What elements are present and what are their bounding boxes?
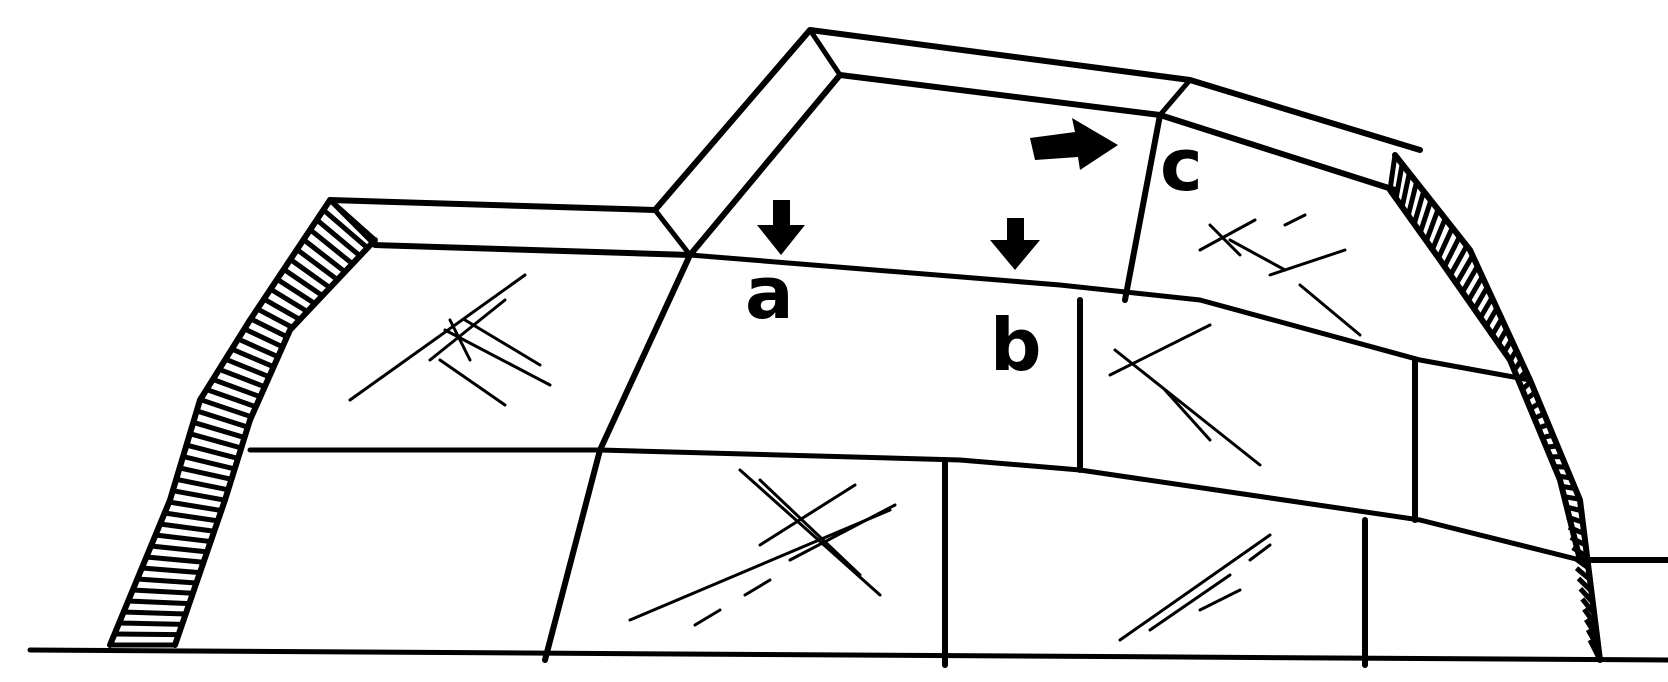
hatch-stroke: [1498, 329, 1506, 343]
hatch-stroke: [133, 590, 193, 593]
arrow-c: [1030, 118, 1118, 170]
hatch-stroke: [1514, 361, 1521, 370]
hatch-stroke: [124, 612, 186, 614]
hatch-stroke: [277, 279, 315, 303]
hatch-stroke: [165, 513, 218, 521]
hatch-stroke: [119, 623, 182, 624]
hatch-stroke: [137, 579, 196, 583]
left-hatched-edge: [110, 200, 375, 645]
hatch-stroke: [1408, 182, 1416, 215]
hatch-stroke: [1542, 435, 1553, 437]
label-a: a: [745, 251, 794, 335]
hatch-stroke: [1492, 319, 1501, 335]
hatch-stroke: [1390, 155, 1395, 190]
right-hatched-edge: [1390, 155, 1668, 660]
label-c: c: [1160, 123, 1203, 207]
hatch-stroke: [1530, 403, 1539, 409]
hatch-stroke: [1504, 340, 1511, 352]
arrow-a: [757, 200, 805, 255]
hatch-stroke: [1526, 392, 1535, 399]
hatch-stroke: [115, 634, 179, 635]
fracture-marks: [350, 215, 1360, 640]
hatch-stroke: [183, 457, 235, 469]
hatch-stroke: [1561, 486, 1575, 488]
label-b: b: [990, 303, 1042, 387]
arrow-b: [990, 218, 1040, 270]
hatch-stroke: [1558, 476, 1570, 478]
hatch-stroke: [1486, 308, 1496, 326]
hatch-stroke: [160, 524, 214, 531]
hatch-stroke: [142, 568, 200, 573]
hatch-stroke: [151, 546, 207, 552]
hatch-stroke: [1402, 173, 1409, 207]
hatch-stroke: [1563, 496, 1580, 499]
hatch-stroke: [1522, 382, 1530, 390]
hatch-stroke: [1538, 425, 1548, 428]
hatch-stroke: [1510, 350, 1516, 360]
hatch-stroke: [128, 601, 189, 604]
hatch-stroke: [297, 250, 337, 280]
top-bevel: [330, 30, 1420, 255]
hatch-stroke: [173, 491, 225, 501]
hatch-stroke: [1396, 164, 1402, 198]
hatch-stroke: [169, 502, 221, 511]
hatch-stroke: [290, 259, 330, 287]
block-outlines: [250, 115, 1580, 665]
hatch-stroke: [180, 468, 232, 479]
hatch-stroke: [146, 557, 203, 562]
hatch-stroke: [1554, 467, 1566, 468]
ground-line: [30, 650, 1668, 660]
hatch-stroke: [1546, 446, 1557, 447]
hatch-stroke: [284, 269, 323, 295]
hatch-stroke: [156, 535, 211, 542]
hatch-stroke: [176, 479, 228, 489]
